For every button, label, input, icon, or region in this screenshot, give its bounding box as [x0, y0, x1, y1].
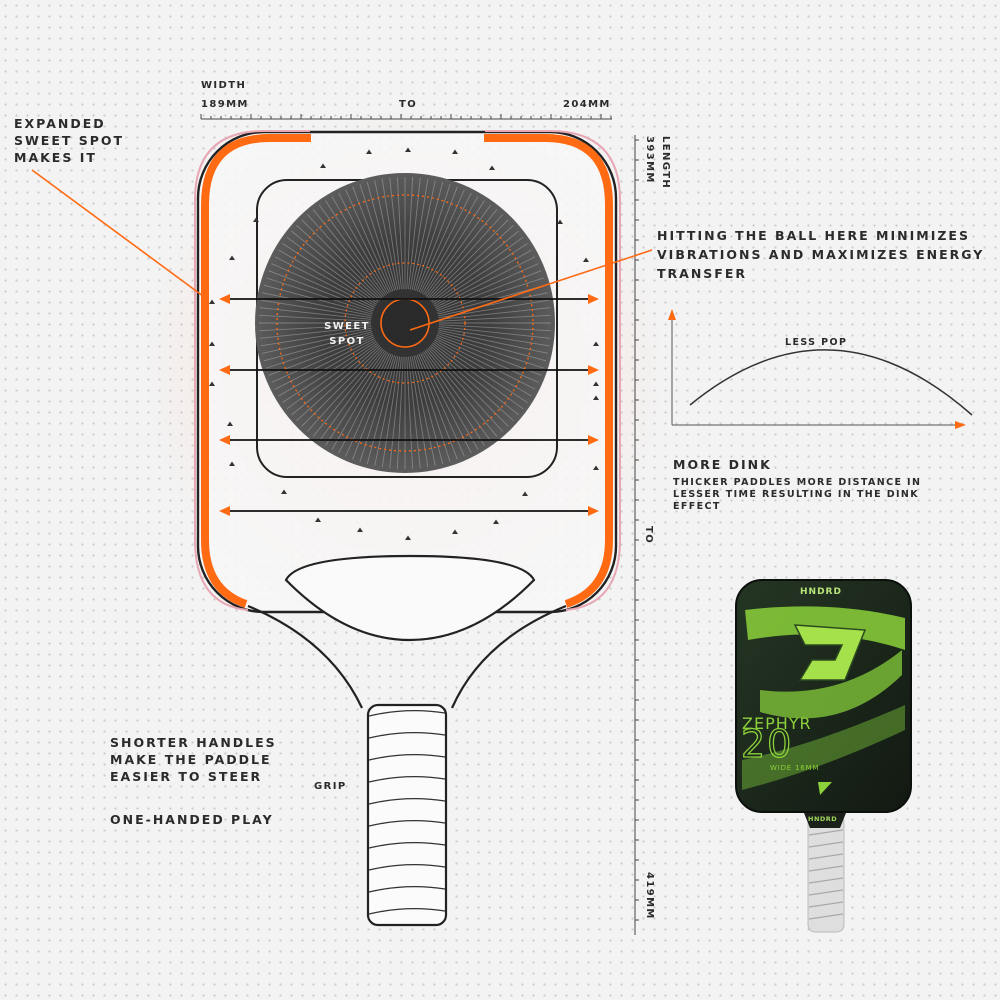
width-min-value: 189MM: [201, 99, 249, 110]
callout-line: EXPANDED: [14, 116, 106, 131]
product-number: 20: [740, 721, 794, 766]
product-logo-mark: [793, 624, 867, 681]
more-dink-title: MORE DINK: [673, 457, 772, 472]
paddle-throat: [247, 604, 363, 709]
length-min-value: 393MM: [644, 136, 655, 184]
paddle-throat-window: [284, 554, 536, 642]
edge-guard-right: [484, 134, 613, 608]
paddle-handle: [366, 703, 448, 927]
product-brand: HNDRD: [800, 587, 842, 597]
width-label: WIDTH: [201, 80, 247, 91]
width-to-label: TO: [399, 99, 418, 110]
product-variant: WIDE 16MM: [770, 764, 820, 772]
callout-line-hitting: [409, 249, 653, 331]
sweet-spot-core: [380, 298, 430, 348]
paddle-face-pink-edge: [485, 130, 621, 611]
product-model: ZEPHYR: [742, 714, 812, 733]
one-handed-label: ONE-HANDED PLAY: [110, 812, 274, 827]
grip-wraps: [368, 709, 446, 915]
paddle-throat: [450, 604, 567, 709]
handle-note: SHORTER HANDLES MAKE THE PADDLE EASIER T…: [110, 735, 277, 784]
more-dink-description: THICKER PADDLES MORE DISTANCE IN LESSER …: [673, 477, 922, 512]
edge-guard-left: [201, 134, 311, 608]
grip-label: GRIP: [314, 781, 347, 792]
sweet-spot-label: SWEET SPOT: [324, 321, 370, 347]
length-to-label: TO: [643, 526, 654, 545]
hitting-note: HITTING THE BALL HERE MINIMIZES VIBRATIO…: [657, 228, 985, 281]
length-label: LENGTH: [660, 136, 671, 190]
less-pop-label: LESS POP: [785, 337, 848, 348]
direction-marks: [209, 147, 599, 540]
callout-line: MAKES IT: [14, 150, 97, 165]
paddle-face-pink-edge: [194, 130, 310, 611]
sweet-spot-callout: EXPANDED SWEET SPOT MAKES IT: [14, 115, 124, 166]
length-ruler: [634, 135, 639, 935]
product-throat-brand: HNDRD: [808, 815, 838, 823]
sweet-spot-ring: [276, 194, 534, 452]
callout-line-expanded: [31, 169, 204, 297]
width-max-value: 204MM: [563, 99, 611, 110]
less-pop-graph: [668, 309, 973, 429]
callout-line: SWEET SPOT: [14, 133, 125, 148]
width-ruler: [200, 114, 612, 120]
length-max-value: 419MM: [644, 872, 655, 920]
sweet-spot-ring: [344, 262, 466, 384]
product-paddle: [735, 579, 912, 933]
less-pop-curve: [689, 349, 973, 416]
width-arrows: [219, 294, 599, 516]
